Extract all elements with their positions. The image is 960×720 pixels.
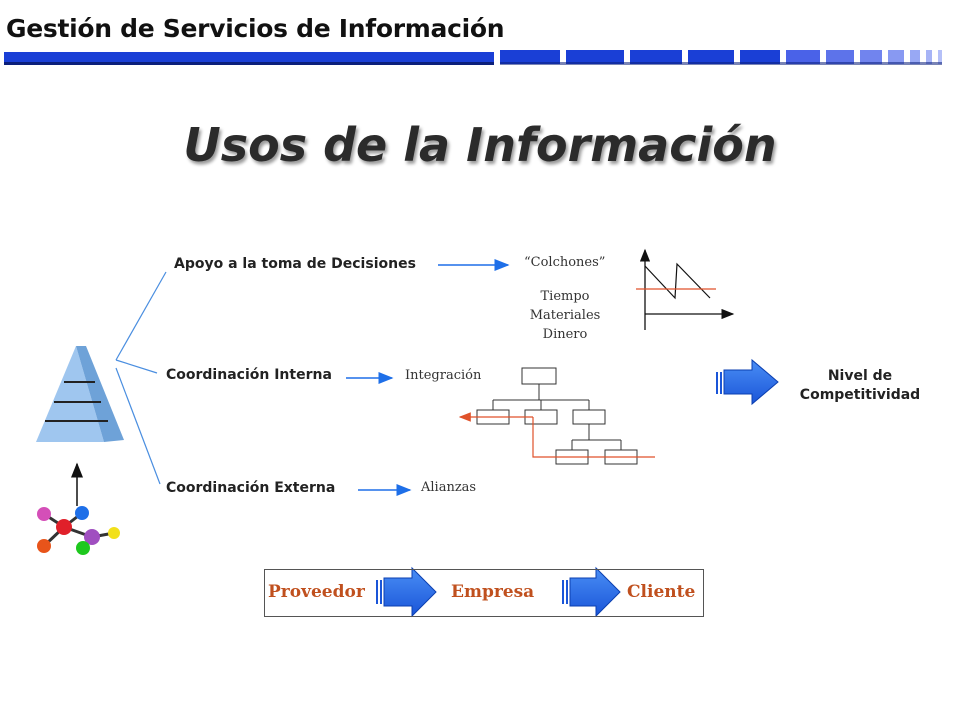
pyramid-icon: [36, 346, 124, 442]
label-internal: Coordinación Interna: [166, 367, 332, 383]
header-title: Gestión de Servicios de Información: [6, 14, 505, 43]
label-integracion: Integración: [405, 368, 482, 383]
resource-materiales: Materiales: [529, 308, 601, 323]
label-alianzas: Alianzas: [421, 480, 477, 495]
connector-lines: [115, 271, 167, 485]
header-bar: [4, 50, 942, 65]
flow-company: Empresa: [451, 582, 535, 602]
result-line-1: Nivel de: [827, 368, 893, 384]
label-colchones: “Colchones”: [524, 255, 606, 270]
result-label: Nivel de Competitividad: [790, 367, 930, 405]
resource-dinero: Dinero: [542, 327, 588, 342]
resource-tiempo: Tiempo: [540, 289, 590, 304]
org-chart: [476, 367, 638, 465]
result-arrow: [716, 358, 779, 406]
flow-arrow-2: [562, 566, 621, 618]
value-chain-box: [264, 569, 704, 617]
result-line-2: Competitividad: [799, 387, 921, 403]
flow-customer: Cliente: [627, 582, 696, 602]
label-external: Coordinación Externa: [166, 480, 336, 496]
label-decisions: Apoyo a la toma de Decisiones: [174, 256, 416, 272]
molecule-icon: [37, 506, 120, 555]
inventory-chart: [636, 248, 735, 330]
main-title: Usos de la Información: [183, 118, 777, 172]
integration-red-lines: [458, 412, 655, 458]
resource-list: Tiempo Materiales Dinero: [520, 287, 610, 344]
flow-supplier: Proveedor: [268, 582, 365, 602]
flow-arrow-1: [376, 566, 437, 618]
